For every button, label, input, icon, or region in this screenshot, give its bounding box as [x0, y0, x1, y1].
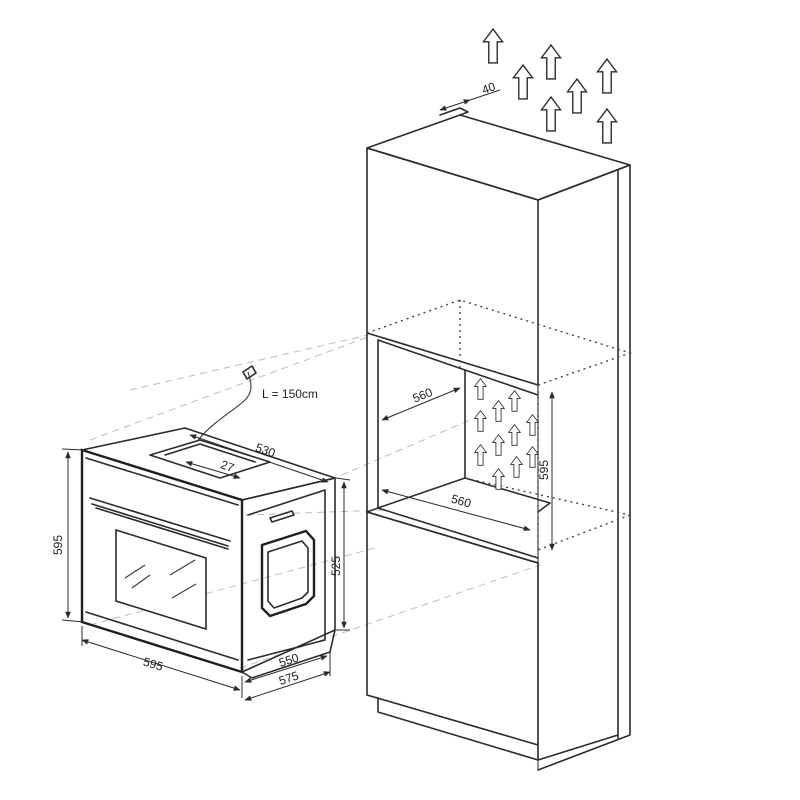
airflow-niche	[474, 378, 539, 490]
up-arrow-icon	[512, 64, 534, 100]
niche-width-bottom-label: 560	[450, 492, 473, 511]
plug-icon	[242, 365, 257, 380]
dimension-labels: 595 595 530 27 525 550 575 L = 150cm 40 …	[51, 79, 551, 688]
depth-550-label: 550	[277, 650, 301, 670]
airflow-top	[482, 28, 618, 144]
up-arrow-icon	[540, 96, 562, 132]
up-arrow-icon	[508, 424, 521, 446]
up-arrow-icon	[596, 58, 618, 94]
up-arrow-icon	[474, 378, 487, 400]
side-height-label: 525	[329, 556, 343, 576]
up-arrow-icon	[510, 456, 523, 478]
oven-height-label: 595	[51, 535, 65, 555]
panel-offset-label: 27	[219, 457, 237, 475]
oven-outline-dotted	[366, 299, 633, 551]
projection-guides	[89, 334, 541, 669]
niche-height-label: 595	[537, 460, 551, 480]
dimension-lines	[61, 89, 555, 701]
oven-depth-label: 530	[254, 440, 278, 460]
up-arrow-icon	[540, 44, 562, 80]
depth-575-label: 575	[277, 668, 301, 688]
niche-width-top-label: 560	[411, 385, 435, 406]
up-arrow-icon	[474, 410, 487, 432]
oven	[80, 427, 336, 679]
power-cable	[197, 365, 257, 441]
up-arrow-icon	[526, 414, 539, 436]
up-arrow-icon	[492, 400, 505, 422]
up-arrow-icon	[508, 390, 521, 412]
cable-length-label: L = 150cm	[262, 387, 318, 401]
top-gap-label: 40	[480, 79, 498, 97]
oven-width-label: 595	[142, 655, 166, 674]
up-arrow-icon	[482, 28, 504, 64]
up-arrow-icon	[566, 78, 588, 114]
up-arrow-icon	[492, 434, 505, 456]
up-arrow-icon	[596, 108, 618, 144]
up-arrow-icon	[474, 444, 487, 466]
